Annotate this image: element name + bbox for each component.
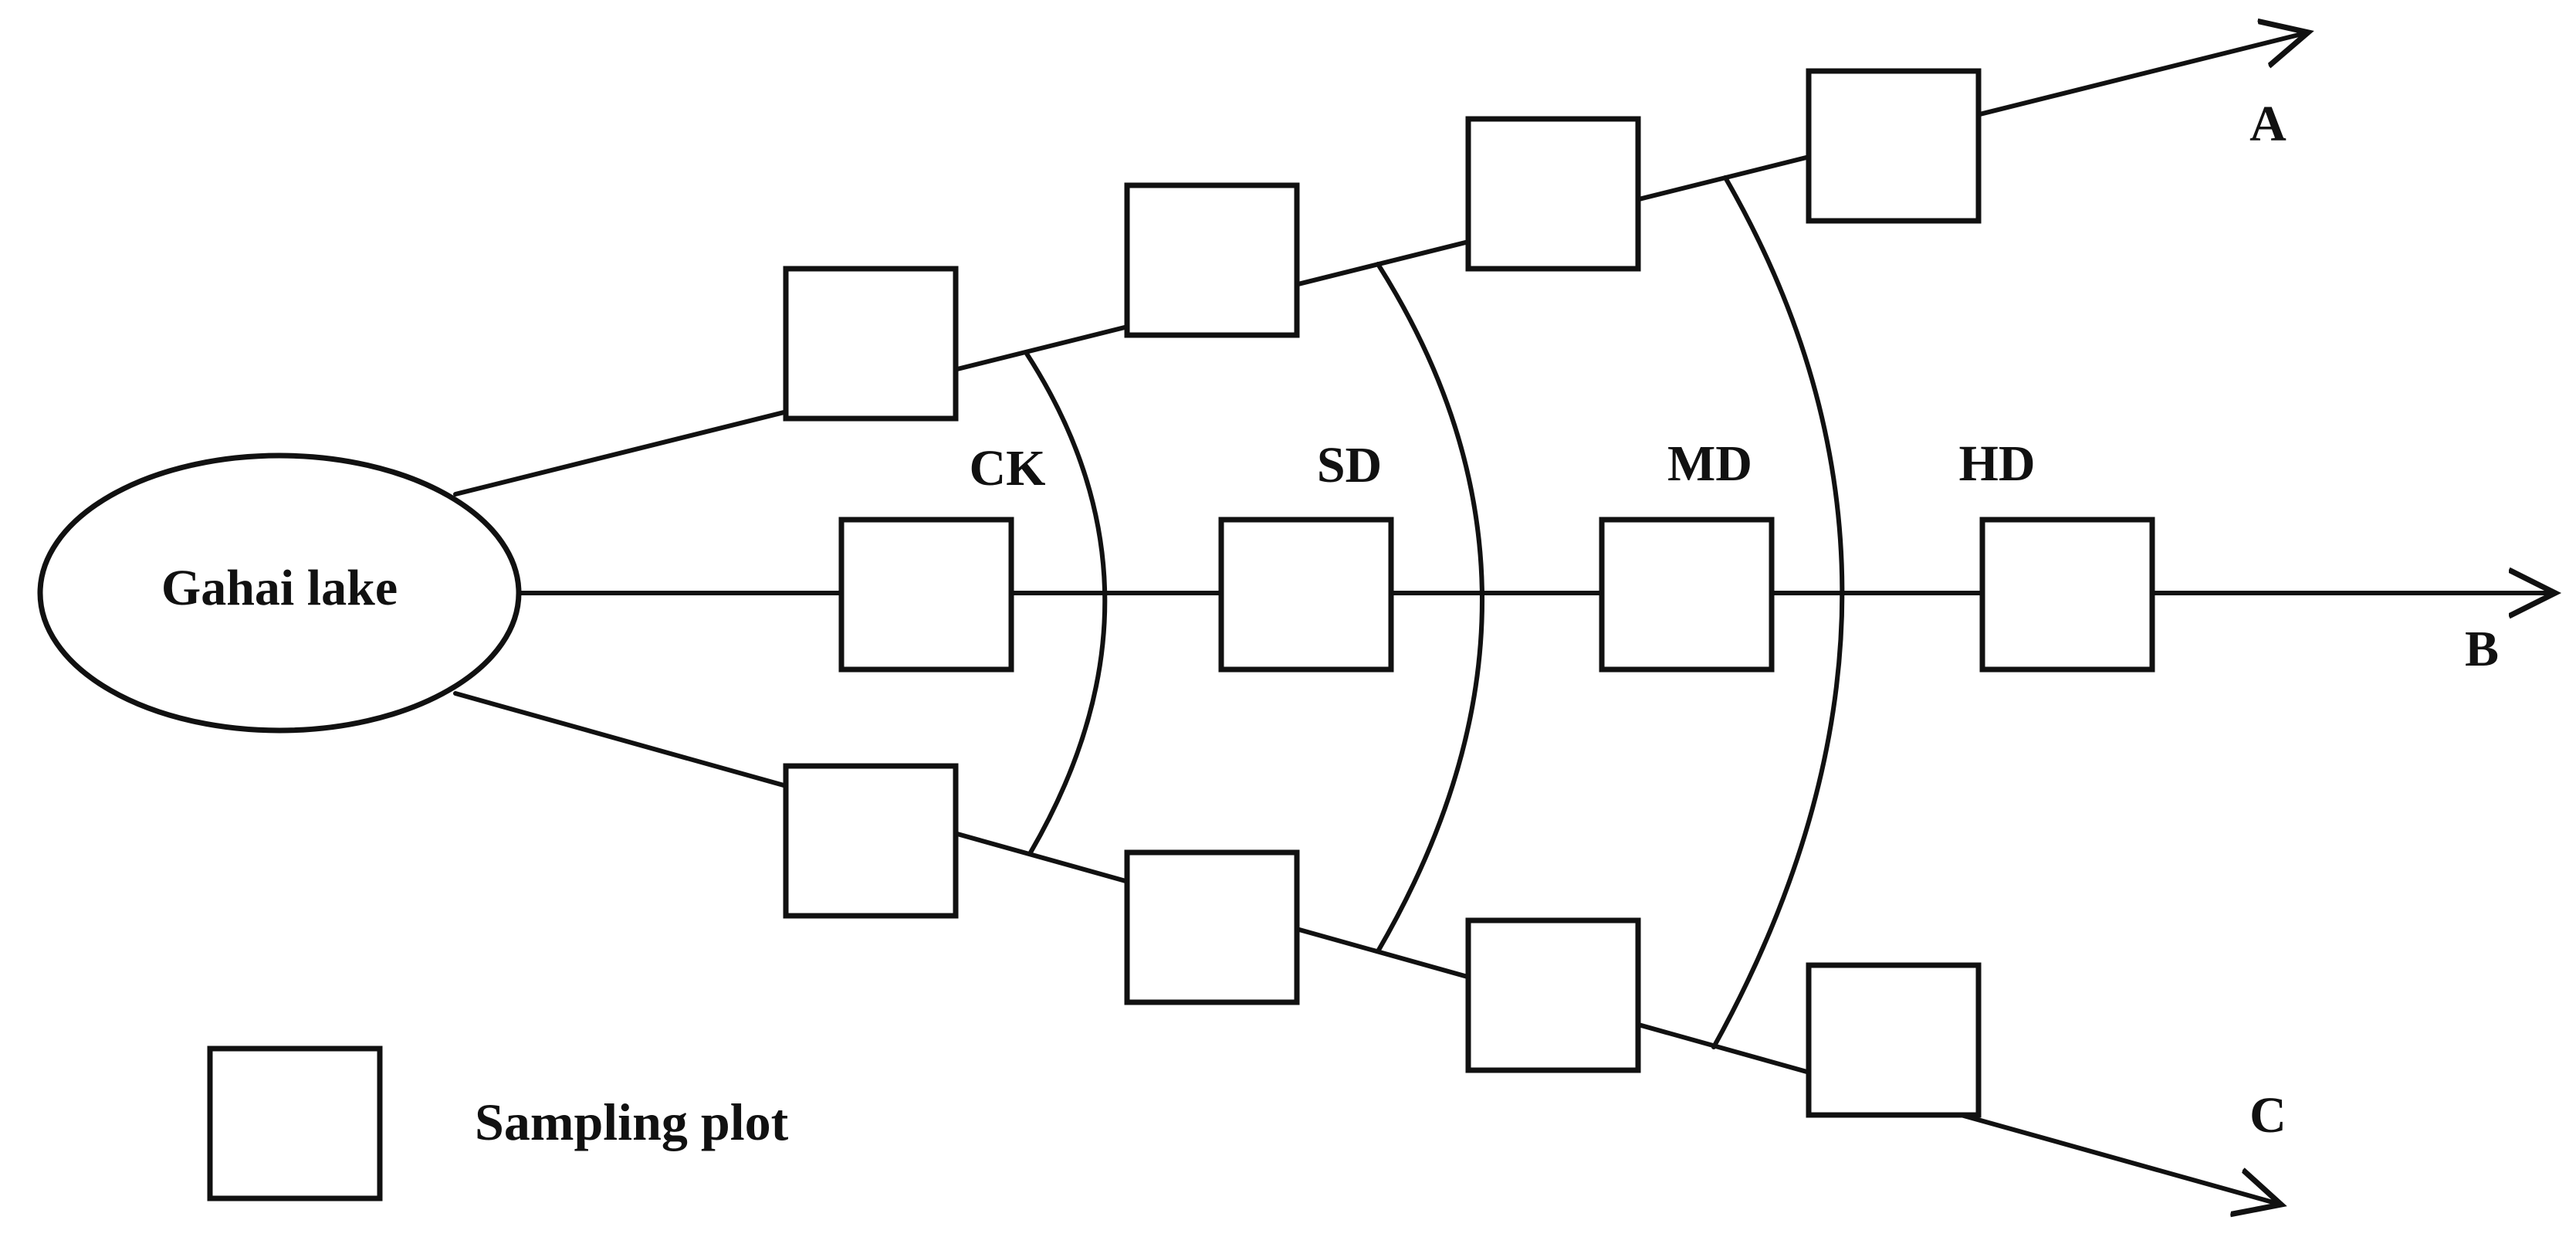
- zone-label-hd: HD: [1959, 435, 2036, 492]
- sampling-plot-b-hd: [1979, 517, 2155, 673]
- zone-label-sd: SD: [1317, 437, 1382, 493]
- zone-boundary-ck: [1024, 351, 1108, 855]
- zone-label-ck: CK: [970, 440, 1046, 496]
- legend-sampling-plot-swatch: [207, 1046, 383, 1201]
- transect-label-c: C: [2249, 1087, 2287, 1144]
- sampling-plot-b-md: [1599, 517, 1775, 673]
- zone-label-md: MD: [1667, 435, 1752, 492]
- transect-label-b: B: [2465, 621, 2499, 677]
- sampling-plot-a-md: [1465, 116, 1641, 272]
- lake-label: Gahai lake: [161, 560, 398, 616]
- sampling-plot-b-ck: [838, 517, 1014, 673]
- sampling-plot-c-hd: [1806, 962, 1982, 1118]
- transect-a-line: [453, 32, 2308, 496]
- lake-ellipse: [37, 452, 522, 734]
- transect-c-line: [453, 691, 2281, 1205]
- legend-label: Sampling plot: [475, 1093, 789, 1151]
- transect-label-a: A: [2249, 96, 2287, 152]
- sampling-plot-a-ck: [783, 266, 959, 422]
- sampling-plot-a-sd: [1124, 182, 1300, 338]
- lake-node: Gahai lake: [37, 452, 522, 734]
- sampling-plot-c-md: [1465, 917, 1641, 1073]
- zone-boundary-sd: [1376, 262, 1484, 954]
- zone-boundary-md: [1711, 175, 1845, 1049]
- sampling-plot-c-ck: [783, 763, 959, 919]
- sampling-plot-a-hd: [1806, 68, 1982, 224]
- legend: Sampling plot: [207, 1046, 789, 1201]
- sampling-plot-b-sd: [1218, 517, 1394, 673]
- sampling-plot-c-sd: [1124, 849, 1300, 1005]
